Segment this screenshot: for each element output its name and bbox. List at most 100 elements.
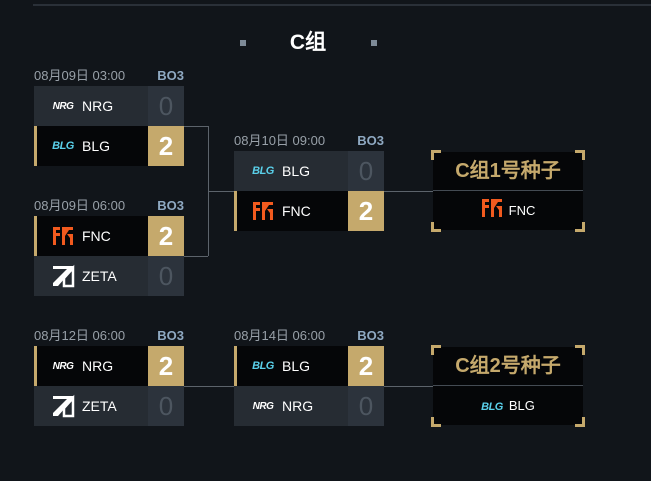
team-logo: BLG	[481, 397, 503, 415]
team-name-panel: BLG BLG	[34, 126, 148, 166]
seed-card: C组2号种子 BLG BLG	[431, 345, 585, 427]
team-name: NRG	[82, 98, 114, 114]
team-row[interactable]: FNC 2	[234, 191, 384, 231]
team-name: NRG	[282, 398, 314, 414]
corner-bracket	[431, 150, 441, 160]
team-name: ZETA	[82, 268, 117, 284]
corner-bracket	[575, 150, 585, 160]
match-time: 08月10日 09:00	[234, 133, 326, 148]
zeta-logo-icon	[53, 264, 75, 288]
seed-team[interactable]: FNC	[433, 191, 583, 230]
team-name-panel: NRG NRG	[34, 346, 148, 386]
bracket-connector	[184, 126, 208, 127]
match-format: BO3	[157, 328, 184, 343]
team-name-panel: FNC	[234, 191, 348, 231]
team-score: 0	[348, 151, 384, 191]
team-name-panel: ZETA	[34, 256, 148, 296]
corner-bracket	[575, 222, 585, 232]
blg-logo-icon: BLG	[252, 360, 274, 372]
team-name: BLG	[82, 138, 111, 154]
team-name-panel: ZETA	[34, 386, 148, 426]
team-logo: NRG	[248, 395, 278, 417]
corner-bracket	[431, 222, 441, 232]
match-format: BO3	[357, 133, 384, 148]
team-logo	[481, 198, 503, 223]
seed-title: C组1号种子	[455, 160, 561, 182]
team-name-panel: FNC	[34, 216, 148, 256]
seed-divider	[433, 190, 583, 191]
team-name: NRG	[82, 358, 114, 374]
team-name-panel: BLG BLG	[234, 346, 348, 386]
fnc-logo-icon	[253, 202, 273, 220]
zeta-logo-icon	[53, 394, 75, 418]
corner-bracket	[431, 417, 441, 427]
team-logo	[248, 200, 278, 222]
team-score: 0	[148, 386, 184, 426]
team-score: 2	[148, 346, 184, 386]
corner-bracket	[431, 345, 441, 355]
team-name: BLG	[282, 358, 311, 374]
team-logo: BLG	[248, 160, 278, 182]
bracket-connector	[208, 191, 234, 192]
nrg-logo-icon: NRG	[252, 400, 274, 412]
seed-team-name: FNC	[508, 203, 536, 218]
bracket-connector	[184, 256, 208, 257]
match-time: 08月14日 06:00	[234, 328, 326, 343]
team-row[interactable]: NRG NRG 0	[34, 86, 184, 126]
match-time: 08月09日 06:00	[34, 198, 126, 213]
seed-team[interactable]: BLG BLG	[433, 386, 583, 425]
team-name: FNC	[282, 203, 311, 219]
team-logo	[48, 225, 78, 247]
team-name: ZETA	[82, 398, 117, 414]
match-meta: 08月14日 06:00 BO3	[234, 328, 384, 344]
match-meta: 08月09日 06:00 BO3	[34, 198, 184, 214]
title-dot-left	[240, 40, 246, 46]
team-name: FNC	[82, 228, 111, 244]
corner-bracket	[575, 345, 585, 355]
team-row[interactable]: NRG NRG 0	[234, 386, 384, 426]
team-logo: NRG	[48, 355, 78, 377]
blg-logo-icon: BLG	[252, 165, 274, 177]
team-score: 2	[148, 216, 184, 256]
match-meta: 08月09日 03:00 BO3	[34, 68, 184, 84]
team-row[interactable]: ZETA 0	[34, 386, 184, 426]
team-score: 0	[148, 86, 184, 126]
match-format: BO3	[157, 68, 184, 83]
team-row[interactable]: ZETA 0	[34, 256, 184, 296]
group-title: C组	[289, 31, 327, 54]
match-format: BO3	[157, 198, 184, 213]
team-score: 2	[348, 191, 384, 231]
bracket-connector	[184, 386, 234, 387]
match-time: 08月12日 06:00	[34, 328, 126, 343]
team-score: 0	[148, 256, 184, 296]
nrg-logo-icon: NRG	[52, 100, 74, 112]
team-logo: NRG	[48, 95, 78, 117]
fnc-logo-icon	[481, 199, 502, 217]
team-row[interactable]: NRG NRG 2	[34, 346, 184, 386]
match-meta: 08月10日 09:00 BO3	[234, 133, 384, 149]
match-time: 08月09日 03:00	[34, 68, 126, 83]
team-logo: BLG	[248, 355, 278, 377]
team-name-panel: NRG NRG	[234, 386, 348, 426]
bracket-connector	[384, 191, 436, 192]
team-logo	[48, 394, 78, 418]
seed-title: C组2号种子	[455, 355, 561, 377]
fnc-logo-icon	[53, 227, 73, 245]
blg-logo-icon: BLG	[52, 140, 74, 152]
nrg-logo-icon: NRG	[52, 360, 74, 372]
team-logo	[48, 264, 78, 288]
top-divider	[33, 4, 651, 6]
team-score: 0	[348, 386, 384, 426]
team-row[interactable]: BLG BLG 2	[234, 346, 384, 386]
match-format: BO3	[357, 328, 384, 343]
team-score: 2	[348, 346, 384, 386]
blg-logo-icon: BLG	[481, 400, 503, 413]
title-dot-right	[371, 40, 377, 46]
team-name-panel: NRG NRG	[34, 86, 148, 126]
corner-bracket	[575, 417, 585, 427]
team-row[interactable]: FNC 2	[34, 216, 184, 256]
seed-card: C组1号种子 FNC	[431, 150, 585, 232]
